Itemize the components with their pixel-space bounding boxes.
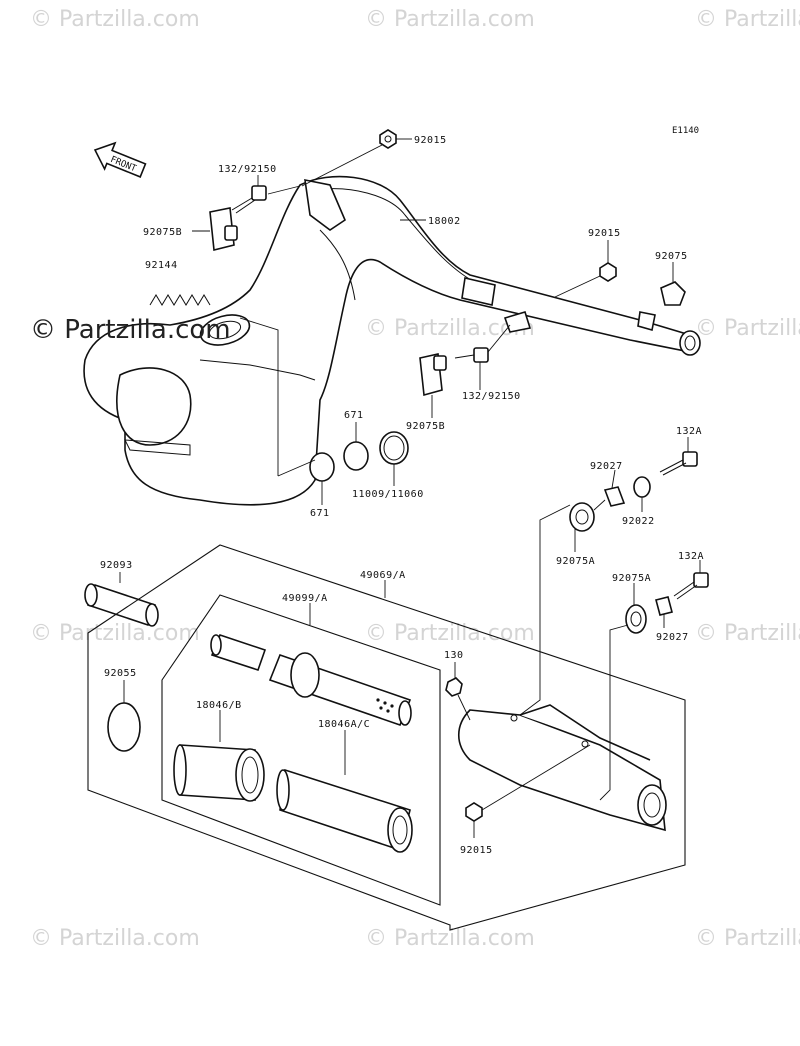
watermark: © Partzilla.com bbox=[695, 316, 800, 341]
inner-pipe-49099 bbox=[210, 634, 412, 727]
gasket-92055 bbox=[107, 702, 141, 752]
label-49069A: 49069/A bbox=[360, 570, 406, 581]
packing-18046B bbox=[173, 744, 265, 802]
washer-92022 bbox=[633, 476, 651, 498]
front-arrow-icon: FRONT bbox=[93, 141, 147, 178]
watermark: © Partzilla.com bbox=[695, 621, 800, 646]
label-18046B: 18046/B bbox=[196, 700, 242, 711]
label-92075B-mid: 92075B bbox=[406, 421, 445, 432]
label-671-upper: 671 bbox=[344, 410, 364, 421]
label-92015-right: 92015 bbox=[588, 228, 621, 239]
bolt-132-92150-mid bbox=[454, 347, 489, 363]
label-671-lower: 671 bbox=[310, 508, 330, 519]
part-labels: 92015 132/92150 92075B 18002 92015 92075… bbox=[100, 135, 704, 856]
label-92075B-top: 92075B bbox=[143, 227, 182, 238]
label-92055: 92055 bbox=[104, 668, 137, 679]
damper-92075-right bbox=[660, 281, 686, 306]
watermark: © Partzilla.com bbox=[365, 7, 535, 32]
nut-92015-top bbox=[379, 129, 397, 149]
label-92027-lower: 92027 bbox=[656, 632, 689, 643]
watermark: © Partzilla.com bbox=[365, 621, 535, 646]
label-92075A-upper: 92075A bbox=[556, 556, 595, 567]
label-132A-upper: 132A bbox=[676, 426, 702, 437]
label-130: 130 bbox=[444, 650, 464, 661]
gasket-671-lower bbox=[309, 452, 335, 482]
watermark-large: © Partzilla.com bbox=[30, 315, 231, 345]
label-92022: 92022 bbox=[622, 516, 655, 527]
silencer-body bbox=[457, 704, 667, 832]
gasket-671-upper bbox=[343, 441, 369, 471]
label-49099A: 49099/A bbox=[282, 593, 328, 604]
label-92144: 92144 bbox=[145, 260, 178, 271]
assembly-box-49099 bbox=[161, 594, 441, 906]
label-11009-11060: 11009/11060 bbox=[352, 489, 424, 500]
damper-92075B-top bbox=[209, 207, 238, 251]
watermark: © Partzilla.com bbox=[695, 7, 800, 32]
damper-92075A-upper bbox=[569, 502, 595, 532]
watermark: © Partzilla.com bbox=[30, 7, 200, 32]
packing-18046AC bbox=[276, 768, 413, 853]
diagram-code: E1140 bbox=[672, 126, 699, 136]
collar-92027-upper bbox=[603, 486, 626, 507]
bolt-132-92150-top bbox=[231, 185, 267, 214]
label-92075-right: 92075 bbox=[655, 251, 688, 262]
label-92015-top: 92015 bbox=[414, 135, 447, 146]
watermark: © Partzilla.com bbox=[30, 621, 200, 646]
label-18046AC: 18046A/C bbox=[318, 719, 370, 730]
label-132A-lower: 132A bbox=[678, 551, 704, 562]
nut-92015-bottom bbox=[465, 802, 483, 822]
bolt-132A-lower bbox=[673, 572, 709, 600]
label-92027-upper: 92027 bbox=[590, 461, 623, 472]
label-92093: 92093 bbox=[100, 560, 133, 571]
damper-92075A-lower bbox=[625, 604, 647, 634]
tube-92093 bbox=[84, 583, 159, 627]
gasket-11009-11060 bbox=[379, 431, 409, 465]
nut-92015-right bbox=[599, 262, 617, 282]
watermark: © Partzilla.com bbox=[30, 926, 200, 951]
watermark: © Partzilla.com bbox=[695, 926, 800, 951]
assembly-box-49069 bbox=[87, 544, 686, 931]
exhaust-chamber bbox=[83, 175, 701, 506]
label-18002: 18002 bbox=[428, 216, 461, 227]
label-92075A-lower: 92075A bbox=[612, 573, 651, 584]
bolt-132A-upper bbox=[659, 451, 698, 476]
label-132-92150-mid: 132/92150 bbox=[462, 391, 521, 402]
damper-92075B-mid bbox=[419, 353, 447, 397]
label-92015-bottom: 92015 bbox=[460, 845, 493, 856]
label-132-92150-top: 132/92150 bbox=[218, 164, 277, 175]
spring-92144 bbox=[149, 294, 211, 306]
bolt-130 bbox=[445, 677, 463, 697]
collar-92027-lower bbox=[655, 596, 673, 616]
